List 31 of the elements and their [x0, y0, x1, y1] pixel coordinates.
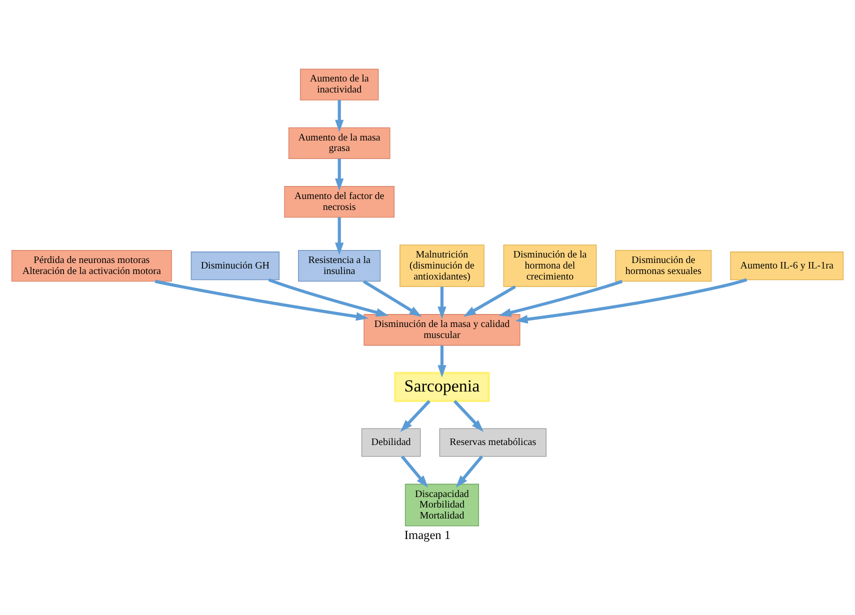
arrow: [438, 346, 446, 378]
arrow: [335, 100, 344, 132]
arrow: [453, 400, 484, 432]
arrow: [515, 278, 748, 324]
arrow: [335, 158, 344, 191]
arrow: [498, 280, 623, 317]
node-box: Disminución de la hormona del crecimiento: [503, 244, 597, 288]
node-box: Sarcopenia: [394, 372, 490, 402]
arrow: [463, 285, 516, 317]
node-box: Pérdida de neuronas motoras Alteración de la activación motora: [11, 250, 172, 282]
node-box: Malnutrición (disminución de antioxidantes): [400, 244, 484, 288]
arrow: [456, 456, 484, 488]
arrow: [438, 286, 446, 320]
arrow: [400, 400, 430, 432]
arrow: [362, 280, 422, 317]
node-box: Debilidad: [361, 428, 421, 457]
arrow: [335, 217, 344, 256]
node-box: Disminución GH: [190, 252, 280, 280]
node-box: Aumento de la masa grasa: [288, 127, 390, 159]
arrow: [400, 456, 428, 488]
arrow: [268, 278, 388, 317]
node-box: Aumento IL-6 y IL-1ra: [730, 252, 844, 280]
node-box: Disminución de la masa y calidad muscular: [364, 314, 520, 346]
caption: Imagen 1: [404, 528, 451, 542]
node-box: Discapacidad Morbilidad Mortalidad: [404, 484, 479, 526]
node-box: Reservas metabólicas: [439, 428, 547, 457]
node-box: Aumento del factor de necrosis: [284, 186, 395, 218]
node-box: Aumento de la inactividad: [300, 68, 379, 100]
node-box: Disminución de hormonas sexuales: [615, 250, 712, 282]
node-box: Resistencia a la insulina: [298, 250, 381, 282]
arrow: [154, 280, 368, 321]
